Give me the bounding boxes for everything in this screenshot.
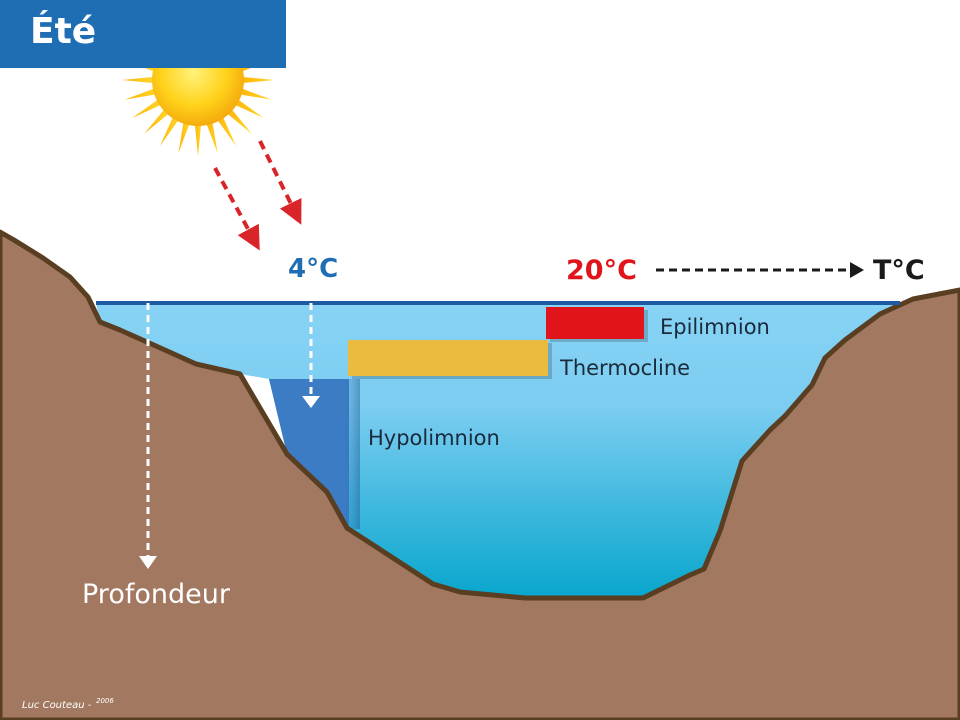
lake-water xyxy=(96,303,900,598)
sun-ray xyxy=(160,116,179,146)
sun-ray xyxy=(217,116,236,146)
warm-temperature-label: 20°C xyxy=(566,255,637,286)
depth-arrow-head xyxy=(139,556,157,569)
epilimnion-label: Epilimnion xyxy=(660,315,770,339)
season-banner xyxy=(0,0,286,68)
hypolimnion-label: Hypolimnion xyxy=(368,426,500,450)
sun-ray xyxy=(206,121,218,154)
temperature-axis-label: T°C xyxy=(873,255,925,286)
sun-ray-arrow-2 xyxy=(258,140,302,225)
lake-basin-ground xyxy=(0,229,960,720)
sun-ray xyxy=(122,76,155,84)
sun-ray xyxy=(178,121,190,154)
sun-ray xyxy=(144,108,170,134)
sun-ray xyxy=(194,123,202,156)
sun-ray xyxy=(226,108,252,134)
sun-ray-arrow-1 xyxy=(213,167,260,251)
hypolimnion-bar-shade xyxy=(344,379,360,529)
depth-axis-label: Profondeur xyxy=(82,579,230,610)
temperature-axis-arrow-head xyxy=(850,262,864,278)
sun-ray xyxy=(132,99,162,118)
sun-ray xyxy=(241,76,274,84)
thermocline-bar xyxy=(348,340,548,376)
epilimnion-bar xyxy=(546,307,644,339)
cold-temperature-label: 4°C xyxy=(288,254,339,284)
sun-ray xyxy=(234,99,264,118)
credit-year: 2006 xyxy=(96,697,114,705)
season-label: Été xyxy=(30,11,97,52)
thermocline-label: Thermocline xyxy=(560,356,691,380)
sun-ray xyxy=(124,88,157,100)
sun-ray xyxy=(239,88,272,100)
credit-author: Luc Couteau - xyxy=(22,700,92,711)
cold-arrow-head xyxy=(302,396,320,408)
